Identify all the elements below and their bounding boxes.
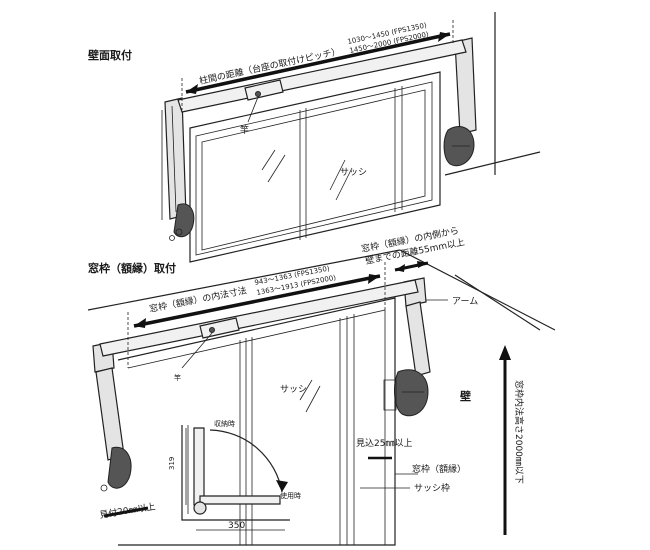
bottom-sash-label: サッシ (280, 384, 307, 395)
inset-stored-label: 収納時 (214, 419, 235, 428)
wall-distance-arrow (394, 261, 429, 272)
top-pole-leader (247, 96, 259, 123)
visible-25-label: 見込25㎜以上 (356, 438, 412, 449)
frame-label: 窓枠（額縁） (412, 463, 466, 475)
height-label: 窓枠内法高さ2000㎜以下 (513, 380, 525, 484)
inset-frame (181, 425, 290, 521)
inset-in-use-arm (199, 495, 281, 505)
inset-in-use-label: 使用時 (280, 491, 301, 500)
arm-label: アーム (452, 296, 478, 307)
top-pole-label: 竿 (240, 124, 249, 136)
bottom-right-support (383, 277, 431, 417)
top-dimension-arrow (181, 20, 454, 110)
top-pole (177, 39, 467, 113)
bottom-pole-label: 竿 (174, 373, 181, 382)
bottom-pole-leader (181, 332, 213, 369)
top-sash-label: サッシ (340, 167, 367, 178)
inset-height: 319 (168, 457, 176, 470)
inset-diagram: 319 350 収納時 使用時 (168, 419, 301, 531)
inset-stored-arm (193, 427, 205, 506)
visible-20-label: 見付20㎜以上 (99, 501, 156, 521)
wall-label: 壁 (460, 389, 471, 403)
wall-mount-section: 壁面取付 (88, 12, 541, 263)
top-window-frame (189, 71, 441, 263)
frame-mount-heading: 窓枠（額縁）取付 (88, 261, 176, 275)
frame-mount-section: 窓枠（額縁）取付 (87, 224, 556, 546)
bottom-dimension-arrow (127, 262, 386, 368)
wall-inner-line (454, 274, 541, 331)
bottom-left-support (92, 341, 132, 492)
top-right-support (443, 37, 477, 167)
height-arrow (499, 345, 511, 535)
wall-edge-line (444, 151, 541, 176)
top-left-support (161, 97, 195, 241)
wall-mount-heading: 壁面取付 (88, 48, 132, 62)
inset-swing-arc (209, 429, 283, 493)
bottom-pole (99, 279, 419, 357)
sash-frame-label: サッシ枠 (414, 482, 450, 494)
inset-width: 350 (228, 521, 245, 531)
face-20-arrow (103, 506, 149, 518)
ceiling-line (87, 249, 401, 311)
